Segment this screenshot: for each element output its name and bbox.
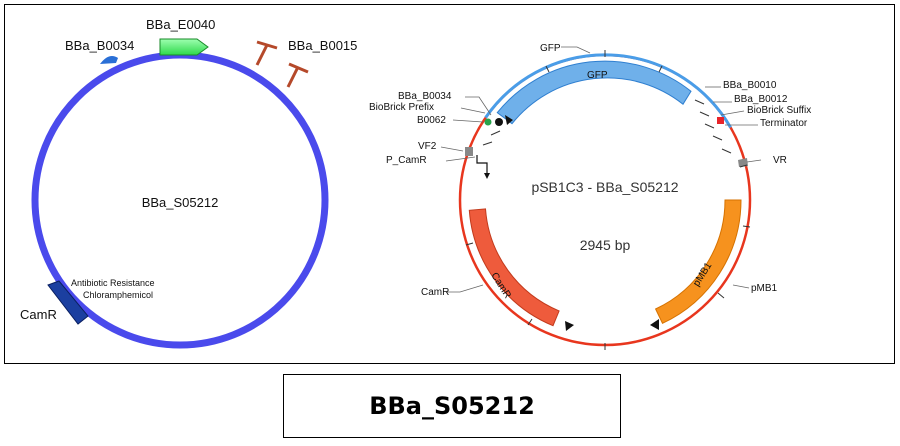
left-rbs-mark bbox=[100, 56, 118, 64]
right-plasmid-name: pSB1C3 - BBa_S05212 bbox=[531, 179, 678, 195]
right-gfp-arc-label: GFP bbox=[587, 70, 608, 81]
right-label-pmb1: pMB1 bbox=[751, 283, 778, 294]
left-label-camr: CamR bbox=[20, 307, 57, 322]
right-rbs-marker bbox=[495, 118, 503, 126]
left-center-label: BBa_S05212 bbox=[142, 195, 219, 210]
plasmid-figure: BBa_B0034 BBa_E0040 BBa_B0015 BBa_S05212… bbox=[20, 17, 811, 350]
left-plasmid-map: BBa_B0034 BBa_E0040 BBa_B0015 BBa_S05212… bbox=[20, 17, 357, 349]
right-label-vf2: VF2 bbox=[418, 141, 437, 152]
right-pmb1-feature bbox=[654, 199, 742, 324]
right-gfp-arrowhead bbox=[505, 115, 513, 125]
right-camr-feature bbox=[468, 208, 560, 327]
right-gfp-feature bbox=[496, 60, 692, 125]
left-terminator-marks bbox=[255, 40, 309, 88]
right-b0062-marker bbox=[484, 118, 492, 126]
right-label-b0034: BBa_B0034 bbox=[398, 91, 452, 102]
right-plasmid-map: GFP CamR pMB1 bbox=[369, 43, 811, 350]
right-label-b0062: B0062 bbox=[417, 115, 446, 126]
right-label-vr: VR bbox=[773, 155, 787, 166]
right-pmb1-arrowhead bbox=[650, 319, 659, 330]
right-label-pcamr: P_CamR bbox=[386, 155, 427, 166]
left-label-chloramphenicol: Chloramphemicol bbox=[83, 290, 153, 300]
right-backbone-ring bbox=[458, 53, 752, 347]
left-label-resistance: Antibiotic Resistance bbox=[71, 278, 155, 288]
right-leader-lines bbox=[440, 46, 762, 293]
left-label-b0034: BBa_B0034 bbox=[65, 38, 134, 53]
right-pcamr-arrowhead bbox=[484, 173, 490, 179]
right-suffix-marker bbox=[717, 117, 724, 124]
figure-frame: BBa_B0034 BBa_E0040 BBa_B0015 BBa_S05212… bbox=[4, 4, 895, 364]
right-label-terminator: Terminator bbox=[760, 118, 808, 129]
left-label-e0040: BBa_E0040 bbox=[146, 17, 215, 32]
right-pcamr-promoter bbox=[476, 155, 488, 175]
right-label-camr: CamR bbox=[421, 287, 449, 298]
right-camr-arrowhead bbox=[565, 321, 574, 331]
right-terminator-ticks bbox=[482, 99, 732, 154]
right-plasmid-size: 2945 bp bbox=[580, 237, 631, 253]
right-label-b0012: BBa_B0012 bbox=[734, 94, 788, 105]
right-scale-ticks bbox=[465, 50, 751, 350]
left-camr-arrow bbox=[47, 280, 89, 325]
right-label-b0010: BBa_B0010 bbox=[723, 80, 777, 91]
caption-box: BBa_S05212 bbox=[283, 374, 621, 438]
right-vf2-marker bbox=[465, 147, 473, 156]
right-label-prefix: BioBrick Prefix bbox=[369, 102, 434, 113]
left-gfp-arrow bbox=[159, 38, 209, 56]
right-insert-arc bbox=[484, 53, 732, 129]
right-vr-marker bbox=[738, 158, 748, 167]
right-label-suffix: BioBrick Suffix bbox=[747, 105, 811, 116]
left-label-b0015: BBa_B0015 bbox=[288, 38, 357, 53]
figure-caption: BBa_S05212 bbox=[369, 392, 535, 420]
right-label-gfp: GFP bbox=[540, 43, 561, 54]
